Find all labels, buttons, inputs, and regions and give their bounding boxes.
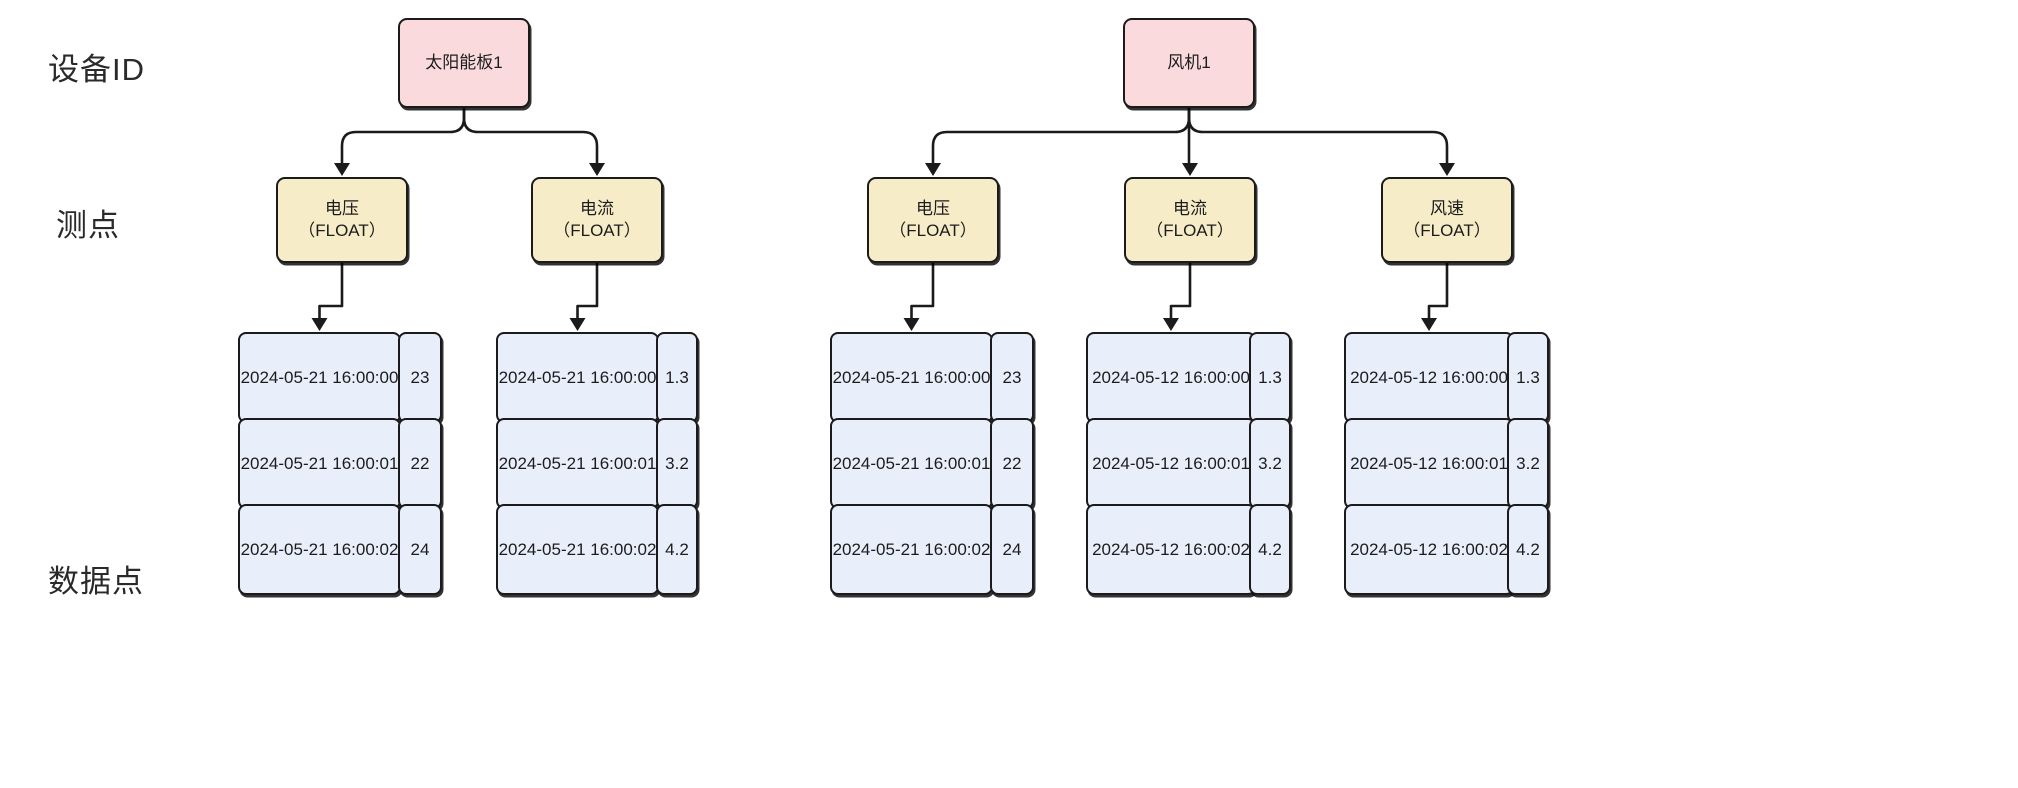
- measure-point-name: 电压: [325, 199, 359, 219]
- data-value-text: 4.2: [1516, 539, 1540, 559]
- device-name-label: 太阳能板1: [425, 53, 503, 73]
- data-cell-timestamp: 2024-05-12 16:00:00: [1344, 332, 1514, 423]
- device-box-wind-turbine-1[interactable]: 风机1: [1123, 18, 1255, 108]
- data-cell-timestamp: 2024-05-21 16:00:00: [238, 332, 401, 423]
- data-timestamp-text: 2024-05-21 16:00:02: [498, 539, 657, 559]
- measure-point-box-wind-speed[interactable]: 风速 （FLOAT）: [1381, 177, 1513, 263]
- data-cell-value: 24: [398, 504, 442, 595]
- data-value-text: 3.2: [1516, 453, 1540, 473]
- data-timestamp-text: 2024-05-21 16:00:00: [498, 367, 657, 387]
- data-cell-value: 24: [990, 504, 1034, 595]
- data-cell-value: 22: [398, 418, 442, 509]
- data-cell-timestamp: 2024-05-21 16:00:01: [830, 418, 993, 509]
- data-cell-timestamp: 2024-05-21 16:00:02: [238, 504, 401, 595]
- data-cell-value: 1.3: [656, 332, 698, 423]
- measure-point-box-wind-current[interactable]: 电流 （FLOAT）: [1124, 177, 1256, 263]
- data-cell-value: 23: [398, 332, 442, 423]
- data-value-text: 3.2: [665, 453, 689, 473]
- data-cell-value: 4.2: [656, 504, 698, 595]
- data-cell-timestamp: 2024-05-21 16:00:01: [238, 418, 401, 509]
- data-value-text: 22: [410, 453, 430, 473]
- measure-point-box-solar-current[interactable]: 电流 （FLOAT）: [531, 177, 663, 263]
- measure-point-type: （FLOAT）: [298, 221, 386, 240]
- data-timestamp-text: 2024-05-21 16:00:02: [240, 539, 399, 559]
- data-cell-timestamp: 2024-05-21 16:00:00: [496, 332, 659, 423]
- data-value-text: 24: [410, 539, 430, 559]
- data-timestamp-text: 2024-05-12 16:00:00: [1350, 367, 1508, 387]
- row-label-data-point: 数据点: [48, 564, 144, 599]
- data-cell-timestamp: 2024-05-12 16:00:02: [1344, 504, 1514, 595]
- device-name-label: 风机1: [1167, 53, 1211, 73]
- data-timestamp-text: 2024-05-12 16:00:02: [1092, 539, 1250, 559]
- data-cell-timestamp: 2024-05-21 16:00:02: [830, 504, 993, 595]
- data-value-text: 4.2: [665, 539, 689, 559]
- data-timestamp-text: 2024-05-12 16:00:01: [1092, 453, 1250, 473]
- data-value-text: 3.2: [1258, 453, 1282, 473]
- row-label-measure-point: 测点: [56, 208, 120, 243]
- data-cell-timestamp: 2024-05-12 16:00:01: [1086, 418, 1256, 509]
- data-timestamp-text: 2024-05-12 16:00:01: [1350, 453, 1508, 473]
- measure-point-type: （FLOAT）: [553, 221, 641, 240]
- measure-point-name: 电压: [916, 199, 950, 219]
- data-cell-timestamp: 2024-05-12 16:00:00: [1086, 332, 1256, 423]
- data-cell-timestamp: 2024-05-12 16:00:01: [1344, 418, 1514, 509]
- measure-point-box-solar-voltage[interactable]: 电压 （FLOAT）: [276, 177, 408, 263]
- data-cell-value: 3.2: [1249, 418, 1291, 509]
- data-timestamp-text: 2024-05-21 16:00:00: [240, 367, 399, 387]
- measure-point-name: 电流: [580, 199, 614, 219]
- data-cell-value: 22: [990, 418, 1034, 509]
- data-cell-value: 1.3: [1507, 332, 1549, 423]
- data-cell-value: 1.3: [1249, 332, 1291, 423]
- data-value-text: 22: [1002, 453, 1022, 473]
- data-timestamp-text: 2024-05-21 16:00:00: [832, 367, 991, 387]
- data-cell-timestamp: 2024-05-21 16:00:02: [496, 504, 659, 595]
- data-value-text: 4.2: [1258, 539, 1282, 559]
- data-value-text: 23: [1002, 367, 1022, 387]
- data-value-text: 1.3: [665, 367, 689, 387]
- measure-point-name: 电流: [1173, 199, 1207, 219]
- measure-point-name: 风速: [1430, 199, 1464, 219]
- data-cell-timestamp: 2024-05-12 16:00:02: [1086, 504, 1256, 595]
- data-value-text: 1.3: [1258, 367, 1282, 387]
- measure-point-type: （FLOAT）: [889, 221, 977, 240]
- row-label-device-id: 设备ID: [48, 52, 145, 87]
- measure-point-type: （FLOAT）: [1146, 221, 1234, 240]
- data-timestamp-text: 2024-05-21 16:00:01: [240, 453, 399, 473]
- data-timestamp-text: 2024-05-12 16:00:00: [1092, 367, 1250, 387]
- data-cell-value: 23: [990, 332, 1034, 423]
- data-timestamp-text: 2024-05-21 16:00:01: [832, 453, 991, 473]
- data-cell-timestamp: 2024-05-21 16:00:00: [830, 332, 993, 423]
- data-cell-value: 4.2: [1507, 504, 1549, 595]
- data-value-text: 23: [410, 367, 430, 387]
- data-value-text: 24: [1002, 539, 1022, 559]
- data-timestamp-text: 2024-05-12 16:00:02: [1350, 539, 1508, 559]
- data-cell-timestamp: 2024-05-21 16:00:01: [496, 418, 659, 509]
- data-cell-value: 3.2: [1507, 418, 1549, 509]
- data-cell-value: 3.2: [656, 418, 698, 509]
- data-timestamp-text: 2024-05-21 16:00:01: [498, 453, 657, 473]
- data-timestamp-text: 2024-05-21 16:00:02: [832, 539, 991, 559]
- measure-point-type: （FLOAT）: [1403, 221, 1491, 240]
- data-cell-value: 4.2: [1249, 504, 1291, 595]
- data-value-text: 1.3: [1516, 367, 1540, 387]
- measure-point-box-wind-voltage[interactable]: 电压 （FLOAT）: [867, 177, 999, 263]
- device-box-solar-panel-1[interactable]: 太阳能板1: [398, 18, 530, 108]
